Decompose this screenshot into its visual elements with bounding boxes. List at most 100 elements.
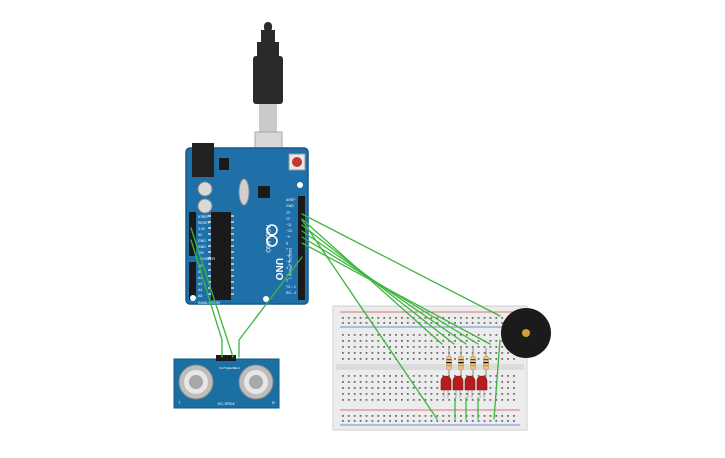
sensor-pin-label: Gnd (234, 366, 240, 370)
digital-pin-label: AREF (286, 198, 295, 202)
chip-pin (208, 269, 211, 271)
chip-pin (208, 233, 211, 235)
jumper-wire[interactable] (301, 242, 491, 345)
sensor-left-note: T (178, 400, 181, 405)
sensor-pin-label: Vcc (219, 366, 225, 370)
chip-pin (231, 215, 234, 217)
led-red[interactable] (476, 375, 488, 398)
resistor[interactable] (483, 348, 489, 378)
digital-pin-label: 13 (286, 210, 290, 214)
chip-pin (208, 227, 211, 229)
chip-pin (231, 263, 234, 265)
power-jack (192, 143, 214, 177)
piezo-buzzer[interactable] (501, 308, 551, 358)
chip-pin (208, 245, 211, 247)
power-section-label: POWER (200, 256, 215, 261)
analog-pin-label: A1 (198, 270, 202, 274)
digital-pin-label: 7 (286, 248, 288, 252)
jumper-wire[interactable] (190, 239, 223, 358)
digital-pin-label: ~9 (286, 235, 290, 239)
digital-pin-label: ~6 (286, 254, 290, 258)
transducer-left (178, 364, 214, 400)
chip-pin (231, 287, 234, 289)
jumper-wire[interactable] (301, 213, 501, 317)
digital-pin-label: 8 (286, 241, 288, 245)
sensor-pin-label: Echo (229, 366, 236, 370)
chip-pin (231, 245, 234, 247)
digital-section-label: DIGITAL (PWM~) (288, 248, 293, 280)
digital-pin-label: ~5 (286, 260, 290, 264)
analog-pin-label: A2 (198, 276, 202, 280)
digital-pin-label: ~10 (286, 229, 292, 233)
crystal-oscillator (238, 178, 250, 206)
resistor[interactable] (458, 348, 464, 378)
resistor[interactable] (446, 348, 452, 378)
digital-pin-label: 12 (286, 217, 290, 221)
chip-pin (231, 251, 234, 253)
digital-pin-label: GND (286, 204, 294, 208)
analog-pin-label: A4 (198, 288, 202, 292)
chip-pin (231, 275, 234, 277)
resistor[interactable] (470, 348, 476, 378)
chip-pin (208, 251, 211, 253)
wire-group[interactable] (190, 213, 501, 420)
chip-pin (231, 293, 234, 295)
digital-pin-label: 4 (286, 266, 288, 270)
mount-hole (263, 296, 269, 302)
jumper-wire[interactable] (493, 339, 501, 420)
led-red[interactable] (464, 375, 476, 398)
jumper-wire[interactable] (301, 219, 438, 420)
sensor-pin-label: Trig (224, 366, 229, 370)
usb-chip (258, 186, 270, 198)
arduino-board[interactable]: ARDUINO UNO DIGITAL (PWM~) POWER ANALOG … (185, 143, 309, 305)
chip-pin (231, 233, 234, 235)
digital-pin-label: RX←0 (286, 291, 296, 295)
jumper-wire[interactable] (301, 218, 443, 345)
jumper-wire[interactable] (190, 227, 234, 358)
chip-pin (208, 287, 211, 289)
analog-pin-label: A0 (198, 264, 202, 268)
jumper-wire[interactable] (238, 256, 303, 358)
chip-pin (208, 275, 211, 277)
capacitor (197, 198, 213, 214)
sensor-model-label: HC-SR04 (217, 401, 235, 406)
power-pin-label: 3.3V (198, 227, 206, 231)
analog-header[interactable] (189, 262, 196, 300)
brand-label: ARDUINO (264, 225, 270, 253)
analog-pin-label: A3 (198, 282, 202, 286)
resistor-group (446, 348, 489, 378)
chip-pin (208, 281, 211, 283)
reset-button[interactable] (288, 153, 306, 171)
mount-hole (190, 295, 196, 301)
arduino-logo (266, 224, 278, 247)
power-pin-label: 5V (198, 233, 203, 237)
analog-pin-label: A5 (198, 294, 202, 298)
chip-pin (231, 257, 234, 259)
chip-pin (208, 221, 211, 223)
breadboard[interactable] (332, 305, 528, 431)
chip-pin (208, 257, 211, 259)
digital-pin-label: TX→1 (286, 285, 296, 289)
capacitor (197, 181, 213, 197)
power-pin-label: GND (198, 239, 206, 243)
chip-pin (231, 281, 234, 283)
digital-header[interactable] (298, 196, 305, 300)
chip-pin (231, 269, 234, 271)
sensor-right-note: R (272, 400, 275, 405)
model-label: UNO (273, 258, 284, 280)
atmega-chip (208, 212, 234, 300)
led-red[interactable] (452, 375, 464, 398)
led-red[interactable] (440, 375, 452, 398)
chip-pin (208, 215, 211, 217)
chip-pin (208, 263, 211, 265)
sensor-pin-header[interactable] (216, 355, 236, 361)
chip-pin (231, 239, 234, 241)
power-pin-label: IOREF (198, 215, 209, 219)
voltage-regulator (219, 158, 229, 170)
digital-pin-label: ~11 (286, 223, 292, 227)
